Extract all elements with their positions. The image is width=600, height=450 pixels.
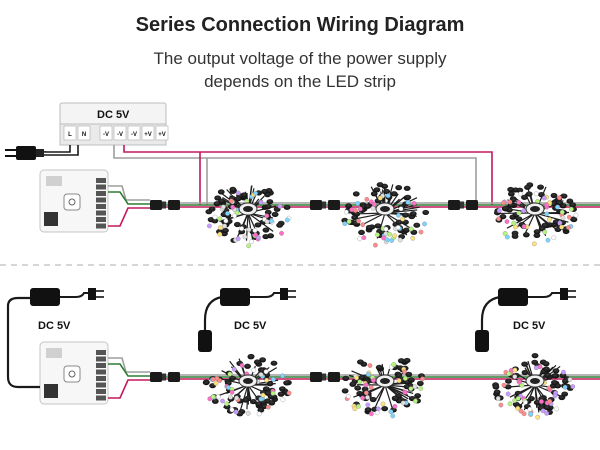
diagram-title: Series Connection Wiring Diagram — [135, 14, 465, 36]
psu-terminal-label: -V — [131, 132, 137, 138]
led-cluster-top-2 — [341, 182, 430, 248]
power-wire-gray-top — [113, 145, 477, 205]
diagram-subtitle: The output voltage of the power supply d… — [0, 47, 600, 93]
controller-top — [39, 169, 109, 233]
psu-terminal-label: L — [68, 132, 72, 138]
controller-bottom — [39, 341, 109, 405]
psu-label: DC 5V — [97, 109, 130, 121]
subtitle-line-1: The output voltage of the power supply — [153, 49, 447, 68]
power-adapter-2 — [198, 288, 296, 352]
led-cluster-bottom-3 — [492, 353, 576, 420]
psu-terminal-label: +V — [144, 132, 152, 138]
psu-terminal-label: N — [82, 132, 86, 138]
ac-plug-top — [5, 145, 79, 160]
psu-terminal-strip: L N -V -V -V +V +V — [63, 125, 169, 141]
led-string-layer — [150, 182, 600, 420]
power-adapter-1 — [6, 288, 104, 389]
connector-top-2 — [310, 200, 340, 210]
psu-terminal-label: -V — [117, 132, 123, 138]
psu-terminal-label: +V — [158, 132, 166, 138]
adapter-3-label: DC 5V — [513, 320, 546, 332]
connector-bottom-1 — [150, 372, 180, 382]
led-cluster-bottom-2 — [341, 357, 425, 419]
connector-bottom-2 — [310, 372, 340, 382]
adapter-1-label: DC 5V — [38, 320, 71, 332]
connector-top-1 — [150, 200, 180, 210]
connector-top-3 — [448, 200, 478, 210]
adapter-2-label: DC 5V — [234, 320, 267, 332]
power-supply-top: DC 5V L N -V -V -V +V +V — [59, 102, 169, 146]
led-cluster-top-1 — [205, 185, 292, 249]
power-adapter-3 — [475, 288, 576, 352]
psu-terminal-label: -V — [103, 132, 109, 138]
power-wire-red-top — [123, 145, 493, 205]
subtitle-line-2: depends on the LED strip — [204, 72, 396, 91]
led-cluster-bottom-1 — [202, 353, 292, 417]
led-cluster-top-3 — [493, 182, 579, 247]
